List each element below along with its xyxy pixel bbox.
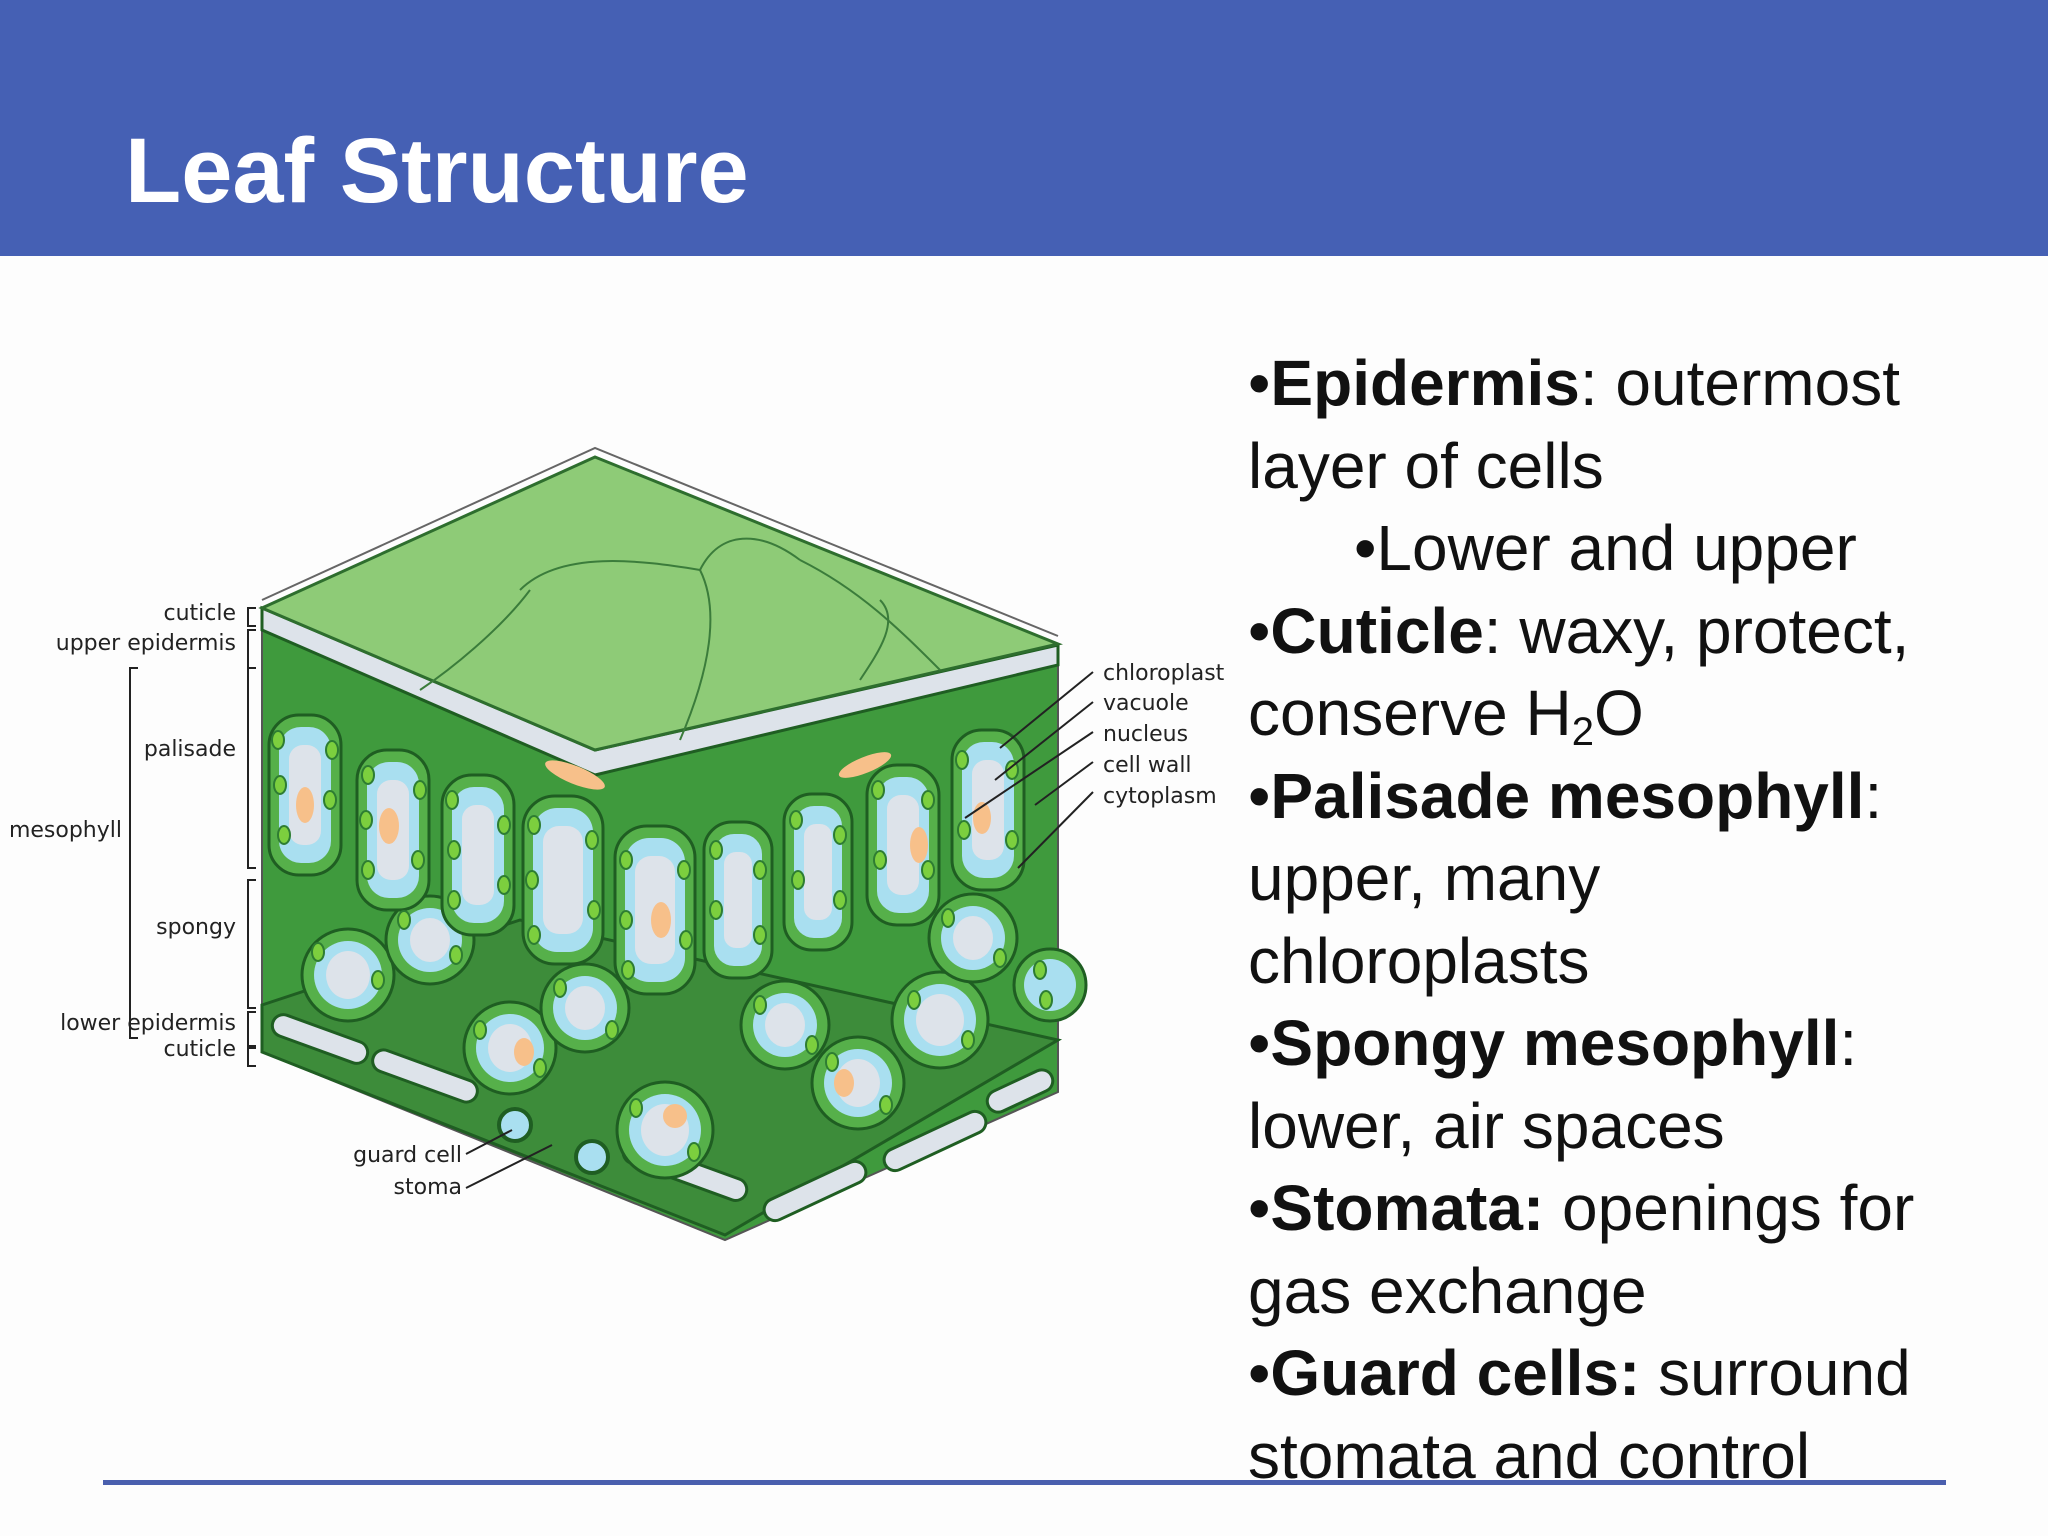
left-brackets <box>129 607 256 1067</box>
label-chloroplast: chloroplast <box>1103 661 1225 686</box>
def-epidermis: : outermost <box>1579 347 1900 419</box>
label-guard-cell: guard cell <box>353 1143 462 1168</box>
bullet-list: •Epidermis: outermost layer of cells •Lo… <box>1248 342 2028 1497</box>
label-cell-wall: cell wall <box>1103 753 1192 778</box>
bullet-stomata-cont: gas exchange <box>1248 1254 1647 1327</box>
conserve-text: conserve H <box>1248 677 1572 749</box>
top-cell-walls <box>419 537 941 741</box>
term-stomata: Stomata: <box>1270 1172 1545 1244</box>
def-cuticle: : waxy, protect, <box>1483 594 1910 667</box>
label-stoma: stoma <box>394 1175 462 1200</box>
def-palisade: : <box>1864 759 1883 832</box>
label-lower-epidermis: lower epidermis <box>60 1011 236 1036</box>
bullet-cuticle-cont: conserve H2O <box>1248 672 2028 755</box>
term-cuticle: Cuticle <box>1270 594 1484 667</box>
term-spongy: Spongy mesophyll <box>1270 1007 1840 1079</box>
leaf-top-surface <box>258 455 1063 752</box>
bullet-spongy: •Spongy mesophyll: <box>1248 1007 1858 1079</box>
bottom-rule <box>103 1480 1946 1485</box>
label-nucleus: nucleus <box>1103 722 1188 747</box>
label-cuticle-top: cuticle <box>163 601 236 626</box>
subbullet-lower-upper: •Lower and upper <box>1354 512 1857 584</box>
def-spongy: : <box>1839 1007 1858 1079</box>
bullet-epidermis-cont: layer of cells <box>1248 429 1604 502</box>
bullet-palisade-cont1: upper, many <box>1248 842 1601 914</box>
bullet-guard-cells-cont: stomata and control <box>1248 1419 1811 1492</box>
label-cuticle-bottom: cuticle <box>163 1037 236 1062</box>
cuticle-outline <box>261 446 1059 637</box>
def-stomata: openings for <box>1544 1172 1915 1244</box>
title-bar: Leaf Structure <box>0 0 2048 256</box>
term-epidermis: Epidermis <box>1270 347 1580 419</box>
leader-lines <box>465 671 1094 1189</box>
bullet-cuticle: •Cuticle: waxy, protect, <box>1248 594 1910 667</box>
subbullet-text: Lower and upper <box>1376 512 1857 584</box>
bullet-palisade-cont2: chloroplasts <box>1248 924 1590 997</box>
label-vacuole: vacuole <box>1103 691 1189 716</box>
label-spongy: spongy <box>156 915 236 940</box>
label-mesophyll: mesophyll <box>9 818 122 843</box>
guard-cell-left <box>497 1107 533 1143</box>
h2o-subscript: 2 <box>1571 710 1594 754</box>
guard-cell-right <box>574 1139 610 1175</box>
label-palisade: palisade <box>144 737 236 762</box>
bullet-spongy-cont: lower, air spaces <box>1248 1089 1725 1162</box>
bullet-guard-cells: •Guard cells: surround <box>1248 1337 1911 1409</box>
bullet-stomata: •Stomata: openings for <box>1248 1172 1915 1244</box>
leaf-cross-section-diagram: cuticle upper epidermis palisade mesophy… <box>9 446 1225 1242</box>
def-guard-cells: surround <box>1640 1337 1911 1409</box>
bullet-palisade: •Palisade mesophyll: <box>1248 759 1883 832</box>
term-guard-cells: Guard cells: <box>1270 1337 1641 1409</box>
palisade-mesophyll-cells <box>267 713 1026 996</box>
label-upper-epidermis: upper epidermis <box>56 631 236 656</box>
label-cytoplasm: cytoplasm <box>1103 784 1217 809</box>
bullet-epidermis: •Epidermis: outermost <box>1248 347 1900 419</box>
h2o-o: O <box>1593 677 1644 749</box>
slide-title: Leaf Structure <box>125 120 749 222</box>
leaf-block <box>258 446 1088 1242</box>
term-palisade: Palisade mesophyll <box>1270 759 1865 832</box>
